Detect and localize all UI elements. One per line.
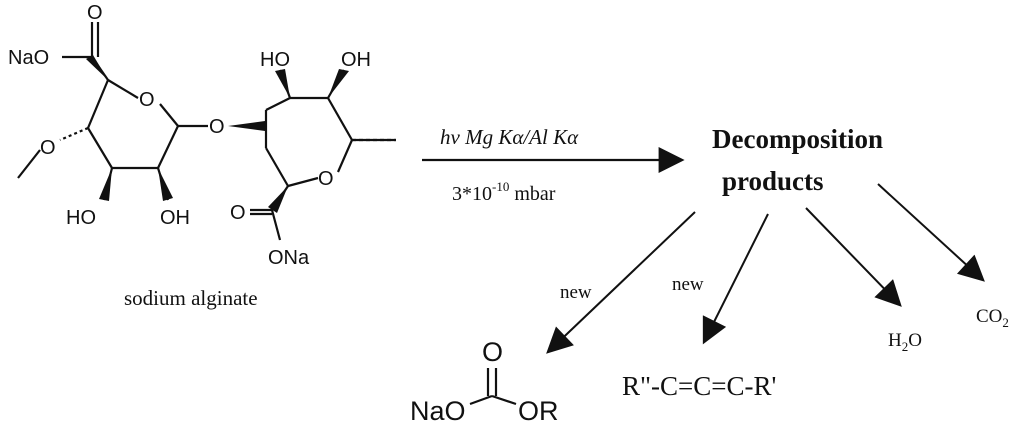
decomposition-title-line1: Decomposition: [712, 124, 883, 154]
cumulene-product: R"-C=C=C-R': [622, 371, 776, 401]
arrow-to-carbonate: [546, 211, 696, 354]
label-oh-top-left: HO: [260, 49, 290, 71]
label-ona-right: ONa: [268, 247, 310, 269]
condition-base: 3*10: [452, 183, 492, 205]
label-ring-o-left: O: [139, 89, 155, 111]
condition-unit: mbar: [509, 183, 555, 205]
co2-co: CO: [976, 306, 1002, 327]
branch-arrows: [546, 183, 985, 354]
label-oh-bottom-mid: OH: [160, 207, 190, 229]
arrow-to-water: [805, 207, 902, 307]
condition-exponent: -10: [492, 179, 509, 194]
molecule-caption: sodium alginate: [124, 286, 258, 310]
water-o: O: [908, 330, 922, 351]
label-ring-o-right: O: [318, 168, 334, 190]
label-carbonyl-o-left: O: [87, 2, 103, 24]
carbonate-left-group: NaO: [410, 396, 466, 426]
label-glycosidic-o: O: [209, 116, 225, 138]
label-carbonyl-o-right: O: [230, 202, 246, 224]
co2-product: CO2: [976, 306, 1009, 330]
branch-label-new-1: new: [560, 282, 592, 303]
label-oh-bottom-left: HO: [66, 207, 96, 229]
label-nao-left: NaO: [8, 47, 49, 69]
reaction-condition-top: hv Mg Kα/Al Kα: [440, 125, 579, 149]
water-h: H: [888, 330, 902, 351]
arrow-to-co2: [877, 183, 985, 282]
water-sub: 2: [902, 339, 909, 354]
decomposition-title-line2: products: [722, 166, 824, 196]
label-oh-top-right: OH: [341, 49, 371, 71]
carbonate-right-group: OR: [518, 396, 559, 426]
arrow-to-cumulene: [702, 213, 769, 345]
carbonate-structure: [469, 368, 517, 406]
water-product: H2O: [888, 330, 922, 354]
carbonate-carbonyl-o: O: [482, 337, 503, 367]
wedge-bonds: [86, 55, 349, 213]
hashed-bonds: [59, 126, 396, 142]
reaction-condition-bottom: 3*10-10 mbar: [452, 179, 556, 205]
branch-label-new-2: new: [672, 274, 704, 295]
co2-sub: 2: [1002, 315, 1009, 330]
label-methoxy-o: O: [40, 137, 56, 159]
